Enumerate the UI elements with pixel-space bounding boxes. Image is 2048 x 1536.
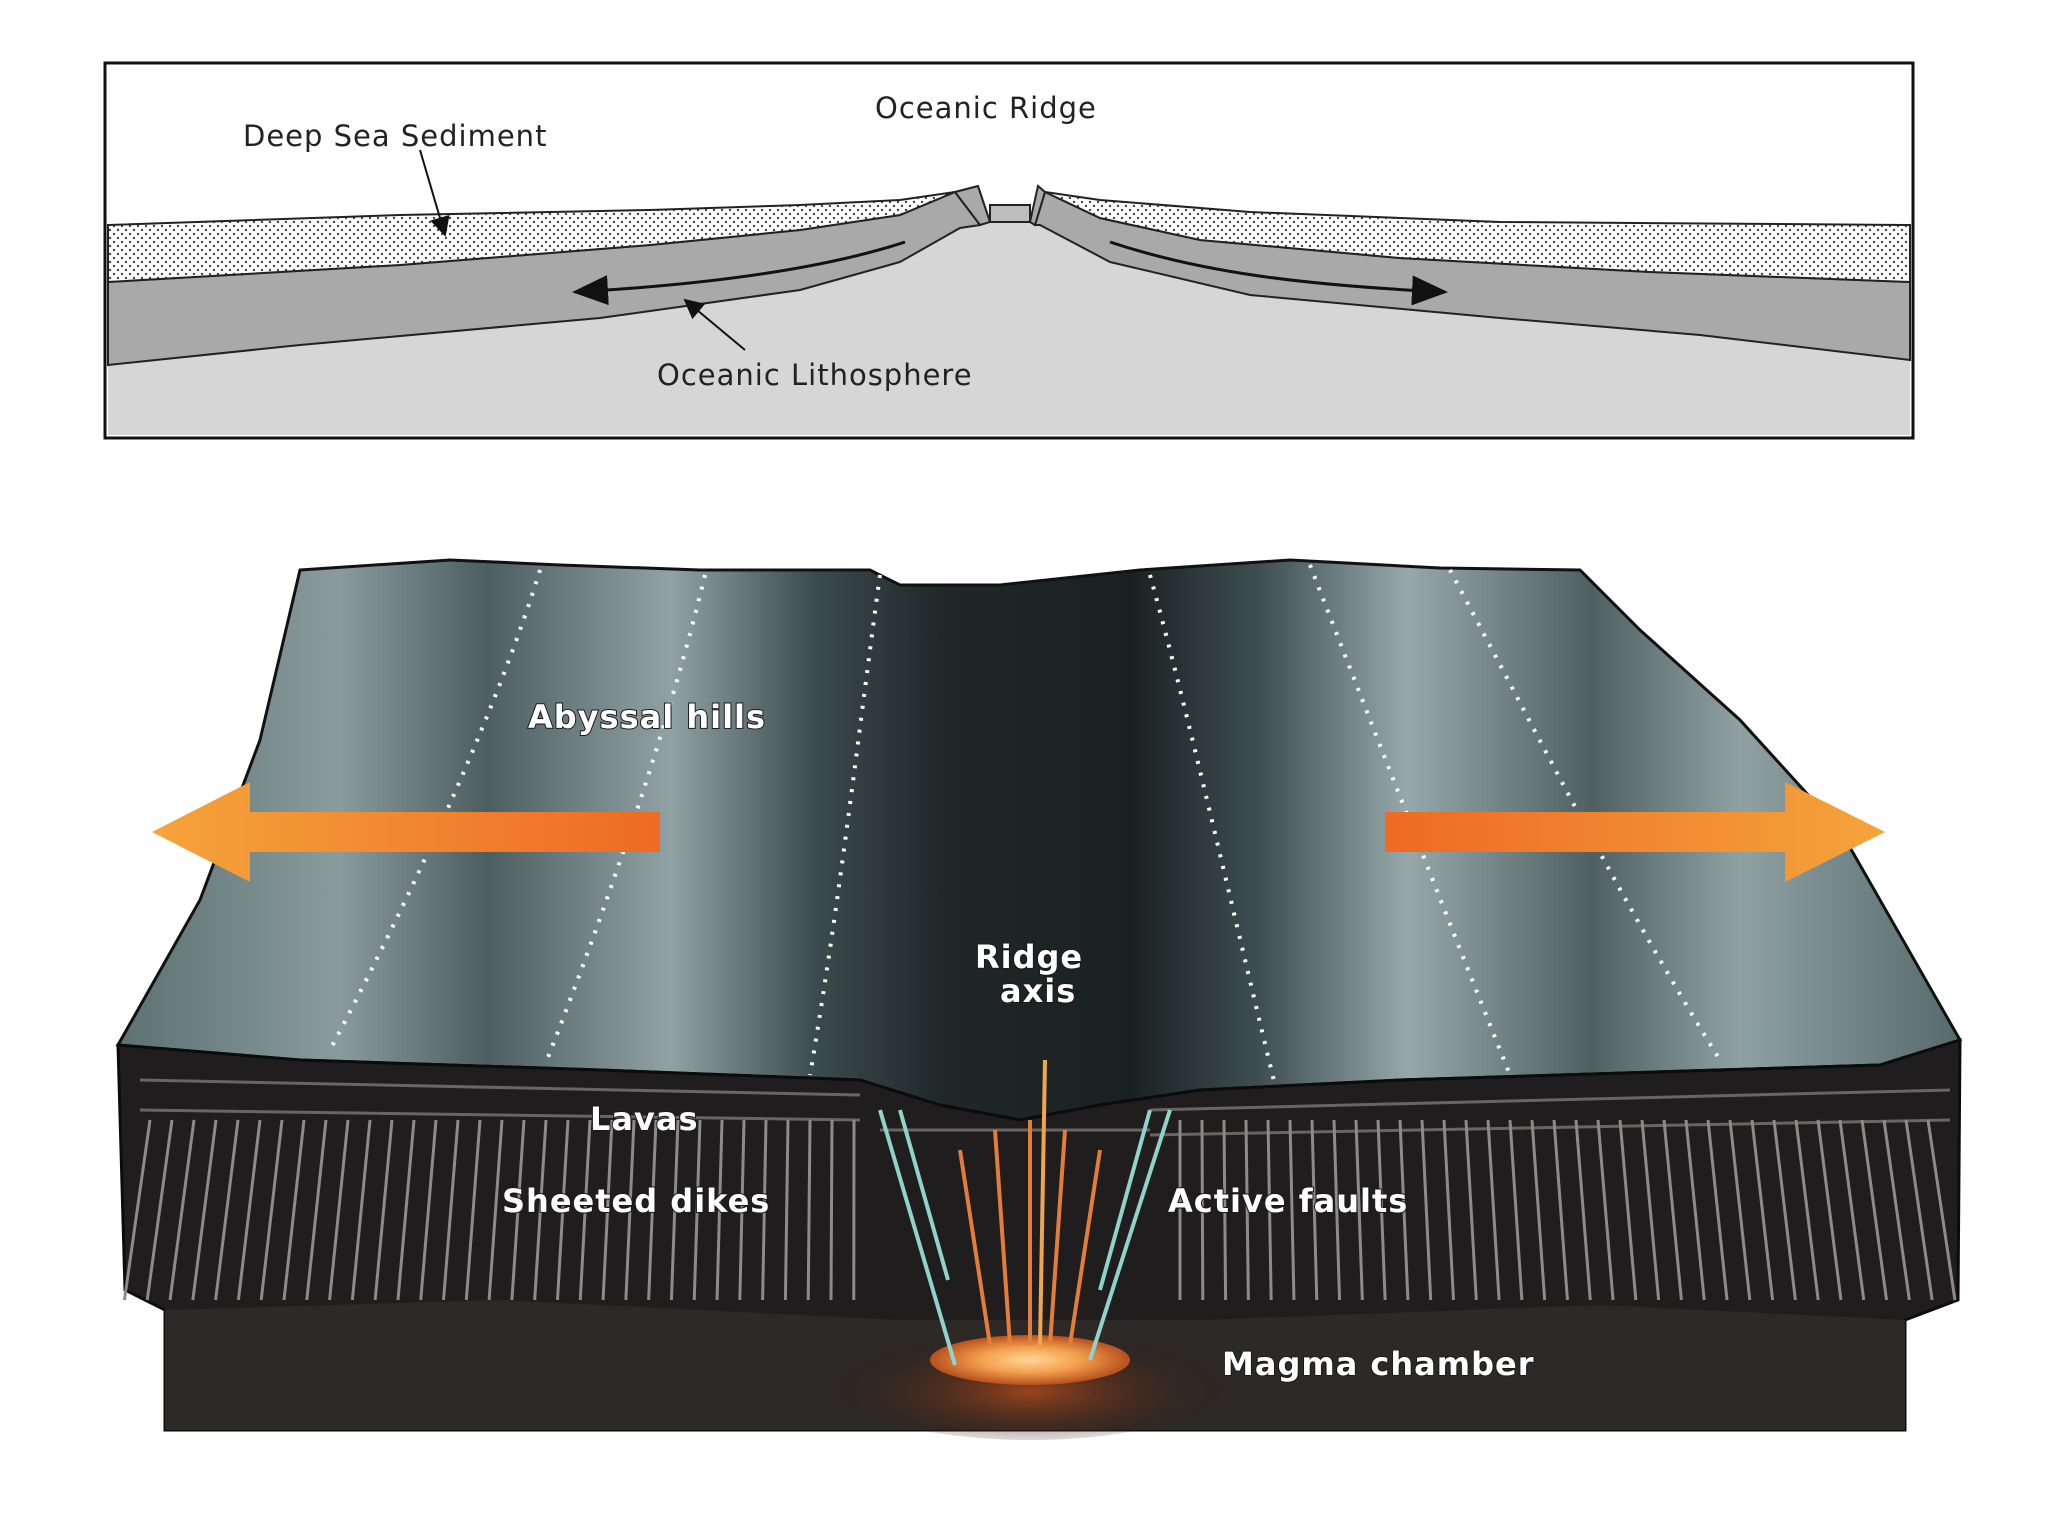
oceanic-lithosphere-label: Oceanic Lithosphere bbox=[657, 358, 973, 392]
ridge-axis-label-line1: Ridge bbox=[975, 938, 1083, 976]
lava-layer bbox=[139, 1078, 1951, 1137]
spreading-arrow-left bbox=[572, 240, 906, 306]
ridge-axis-label-line2: axis bbox=[1000, 972, 1076, 1010]
mantle-layer bbox=[108, 212, 1910, 435]
sediment-leader bbox=[419, 149, 450, 237]
spreading-arrow-left-orange bbox=[152, 782, 660, 882]
active-faults-label: Active faults bbox=[1168, 1182, 1408, 1220]
deep-sea-sediment-label: Deep Sea Sediment bbox=[243, 119, 547, 153]
lithosphere-leader bbox=[683, 298, 746, 351]
active-faults bbox=[878, 1109, 1172, 1366]
magma-chamber bbox=[930, 1335, 1130, 1385]
sediment-right bbox=[1044, 191, 1911, 284]
ridge-rift bbox=[989, 204, 1031, 223]
magma-chamber-label: Magma chamber bbox=[1222, 1345, 1535, 1383]
sediment-left bbox=[107, 191, 956, 284]
sheeted-dikes bbox=[122, 1119, 1957, 1301]
feeder-dikes bbox=[958, 1059, 1102, 1346]
spreading-arrow-right bbox=[1109, 240, 1448, 306]
spreading-arrow-right-orange bbox=[1385, 782, 1885, 882]
abyssal-hills-label: Abyssal hills bbox=[528, 698, 766, 736]
sheeted-dikes-label: Sheeted dikes bbox=[502, 1182, 770, 1220]
lavas-label: Lavas bbox=[590, 1100, 698, 1138]
oceanic-ridge-label: Oceanic Ridge bbox=[875, 91, 1097, 125]
